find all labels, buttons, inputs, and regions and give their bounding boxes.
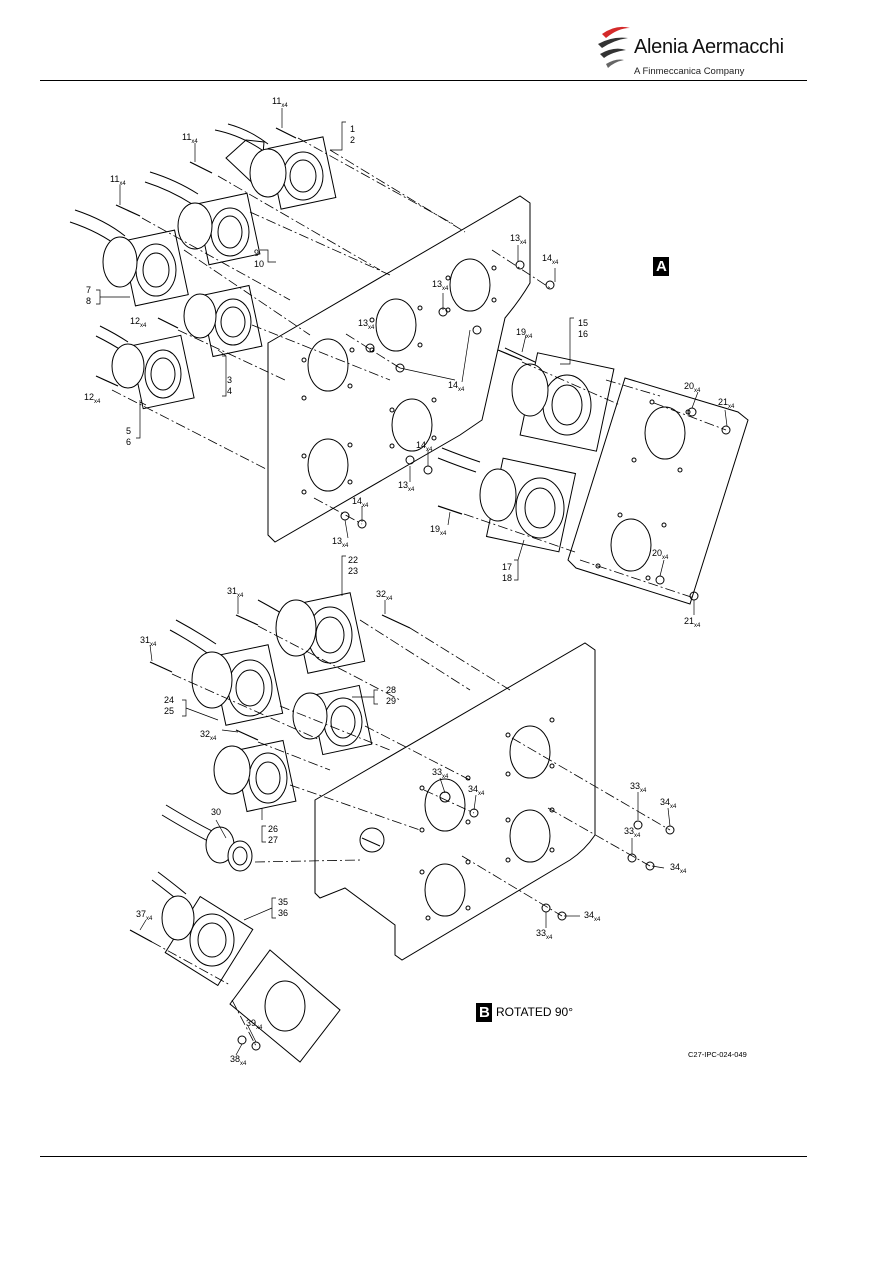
view-b-letter: B — [479, 1004, 490, 1021]
callout-1: 1 — [350, 124, 356, 134]
callout-35: 35 — [278, 897, 289, 907]
footer-rule — [40, 1156, 807, 1157]
callout-19: 19x4 — [516, 327, 533, 340]
callout-7: 7 — [86, 285, 92, 295]
connector-24-25 — [169, 619, 284, 726]
callout-11: 11x4 — [110, 174, 126, 187]
callout-14: 14x4 — [352, 496, 369, 509]
callout-32: 32x4 — [200, 729, 217, 742]
callout-11: 11x4 — [272, 96, 288, 109]
callout-14: 14x4 — [416, 440, 433, 453]
connector-26-27 — [213, 739, 297, 813]
callout-12: 12x4 — [130, 316, 147, 329]
connector-22-23 — [257, 592, 366, 674]
callout-22: 22 — [348, 555, 359, 565]
callout-33: 33x4 — [432, 767, 449, 780]
view-b-box — [476, 1003, 492, 1022]
callout-13: 13x4 — [510, 233, 527, 246]
callout-33: 33x4 — [624, 826, 641, 839]
callout-26: 26 — [268, 824, 279, 834]
callout-25: 25 — [164, 706, 175, 716]
phantom-lines-a — [111, 137, 727, 599]
callout-3: 3 — [227, 375, 233, 385]
hardware-b — [237, 791, 675, 1051]
callout-34: 34x4 — [670, 862, 687, 875]
leader-lines-b — [139, 555, 671, 1056]
callout-38: 38x4 — [230, 1054, 247, 1067]
callout-21: 21x4 — [684, 616, 701, 629]
callout-19: 19x4 — [430, 524, 447, 537]
callout-29: 29 — [386, 696, 397, 706]
callout-17: 17 — [502, 562, 513, 572]
callout-23: 23 — [348, 566, 359, 576]
swoosh-logo-icon — [598, 26, 630, 68]
callout-6: 6 — [126, 437, 132, 447]
plate-b-small — [229, 949, 341, 1063]
panel-a — [267, 195, 531, 543]
callout-9: 9 — [254, 248, 260, 258]
callout-34: 34x4 — [584, 910, 601, 923]
connector-15-16 — [504, 347, 615, 452]
connector-9-10 — [144, 171, 261, 266]
callout-37: 37x4 — [136, 909, 153, 922]
callout-2: 2 — [350, 135, 356, 145]
callout-39: 39x4 — [246, 1018, 263, 1031]
callout-14: 14x4 — [448, 380, 465, 393]
callout-31: 31x4 — [140, 635, 157, 648]
connector-35-36 — [151, 871, 254, 987]
screws-b — [129, 614, 411, 943]
callout-34: 34x4 — [660, 797, 677, 810]
callout-10: 10 — [254, 259, 265, 269]
callout-21: 21x4 — [718, 397, 735, 410]
view-a-box — [653, 257, 669, 276]
screws-a — [95, 127, 523, 515]
view-b-caption: ROTATED 90° — [496, 1005, 574, 1019]
panel-b-holes — [359, 717, 555, 921]
callout-5: 5 — [126, 426, 132, 436]
callout-13: 13x4 — [332, 536, 349, 549]
callout-32: 32x4 — [376, 589, 393, 602]
callout-16: 16 — [578, 329, 589, 339]
callout-14: 14x4 — [542, 253, 559, 266]
callout-27: 27 — [268, 835, 279, 845]
connector-17-18 — [437, 447, 577, 553]
figure-code: C27-IPC-024-049 — [688, 1050, 747, 1059]
callout-13: 13x4 — [432, 279, 449, 292]
connector-30 — [161, 804, 253, 872]
callout-13: 13x4 — [398, 480, 415, 493]
connector-7-8 — [69, 209, 189, 307]
header-rule — [40, 80, 807, 81]
connector-1-2 — [214, 123, 337, 210]
callout-4: 4 — [227, 386, 233, 396]
view-a-letter: A — [656, 258, 667, 275]
callout-18: 18 — [502, 573, 513, 583]
callout-13: 13x4 — [358, 318, 375, 331]
connector-28-29 — [292, 684, 373, 756]
panel-a-right — [567, 377, 749, 605]
phantom-lines-b — [151, 619, 671, 1047]
callout-8: 8 — [86, 296, 92, 306]
callout-31: 31x4 — [227, 586, 244, 599]
connector-5-6 — [95, 325, 195, 410]
callout-34: 34x4 — [468, 784, 485, 797]
callout-15: 15 — [578, 318, 589, 328]
company-logo: Alenia Aermacchi A Finmeccanica Company — [596, 22, 796, 82]
callout-20: 20x4 — [652, 548, 669, 561]
callout-33: 33x4 — [536, 928, 553, 941]
callout-33: 33x4 — [630, 781, 647, 794]
brand-name: Alenia Aermacchi — [634, 36, 784, 58]
callout-20: 20x4 — [684, 381, 701, 394]
callout-11: 11x4 — [182, 132, 198, 145]
callout-36: 36 — [278, 908, 289, 918]
connector-3-4 — [183, 284, 263, 358]
brand-subtitle: A Finmeccanica Company — [634, 66, 745, 77]
callout-28: 28 — [386, 685, 397, 695]
callout-12: 12x4 — [84, 392, 101, 405]
callout-24: 24 — [164, 695, 175, 705]
callout-30: 30 — [211, 807, 222, 817]
leader-lines-a — [96, 108, 728, 615]
